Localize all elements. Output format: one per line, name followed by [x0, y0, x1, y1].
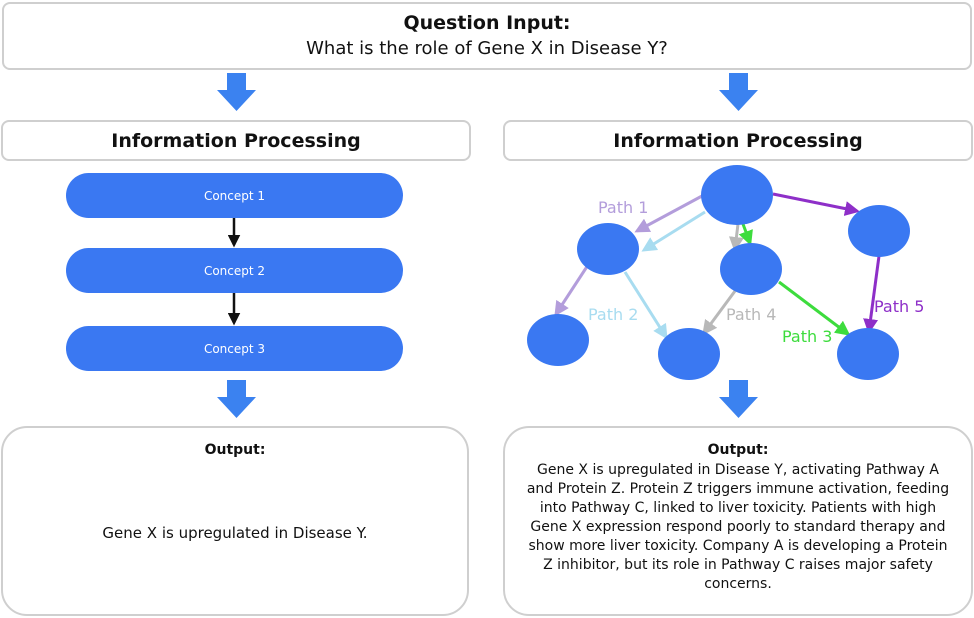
graph-node [577, 223, 639, 275]
path-4-label: Path 4 [726, 305, 776, 324]
concept-3-pill [66, 326, 403, 371]
graph-node [848, 205, 910, 257]
graph-node [837, 328, 899, 380]
path-2-edge [623, 271, 668, 340]
path-3-edge [738, 223, 753, 246]
left-processing-title: Information Processing [111, 129, 361, 152]
concept-1-pill [66, 173, 403, 218]
graph-node [658, 328, 720, 380]
concept-3-label: Concept 3 [204, 342, 265, 356]
path-4-edge [728, 223, 744, 252]
path-5-label: Path 5 [874, 297, 924, 316]
concept-2-label: Concept 2 [204, 264, 265, 278]
right-output-box: Output: Gene X is upregulated in Disease… [503, 426, 973, 616]
left-output-label: Output: [204, 442, 266, 458]
graph-node [527, 314, 589, 366]
right-output-label: Output: [707, 442, 769, 458]
flow-arrow-icon [719, 380, 758, 418]
path-4-edge [702, 290, 737, 336]
graph-node [720, 243, 782, 295]
question-title: Question Input: [403, 12, 571, 34]
path-5-edge [772, 192, 860, 216]
path-2-edge [641, 210, 706, 252]
left-output-text: Gene X is upregulated in Disease Y. [102, 524, 368, 542]
path-3-label: Path 3 [782, 327, 832, 346]
left-processing-header: Information Processing [1, 120, 471, 161]
path-1-label: Path 1 [598, 198, 648, 217]
right-processing-header: Information Processing [503, 120, 973, 161]
concept-2-pill [66, 248, 403, 293]
path-1-edge [634, 194, 703, 233]
flow-arrow-icon [217, 380, 256, 418]
path-5-edge [863, 255, 881, 334]
question-input-box: Question Input: What is the role of Gene… [2, 2, 972, 70]
concept-1-label: Concept 1 [204, 189, 265, 203]
flow-arrow-icon [719, 73, 758, 111]
question-text: What is the role of Gene X in Disease Y? [306, 38, 668, 59]
path-3-edge [778, 280, 851, 336]
right-processing-title: Information Processing [613, 129, 863, 152]
path-1-edge [554, 264, 590, 317]
flow-arrow-icon [217, 73, 256, 111]
path-2-label: Path 2 [588, 305, 638, 324]
graph-node-root [701, 165, 773, 225]
left-output-box: Output: Gene X is upregulated in Disease… [1, 426, 469, 616]
right-output-text: Gene X is upregulated in Disease Y, acti… [526, 462, 950, 592]
